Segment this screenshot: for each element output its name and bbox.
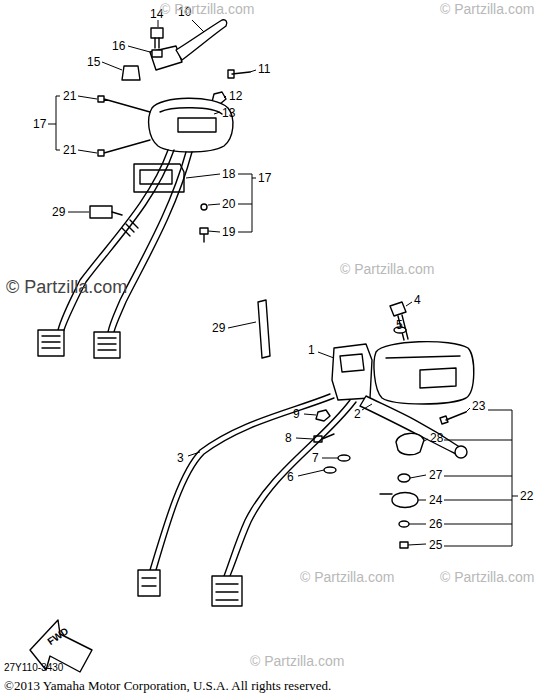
callout-number: 22 xyxy=(520,490,533,502)
connector xyxy=(38,330,64,356)
switch-housing xyxy=(374,342,474,404)
callout-number: 8 xyxy=(285,432,292,444)
dust-boot xyxy=(122,66,140,80)
callout-number: 20 xyxy=(222,198,235,210)
switch-housing xyxy=(149,98,233,152)
callout-number: 13 xyxy=(222,107,235,119)
connector xyxy=(212,576,242,606)
callout-number: 5 xyxy=(396,319,403,331)
watermark: © Partzilla.com xyxy=(250,654,344,668)
cable xyxy=(150,394,330,570)
drawing-number: 27Y110-3430 xyxy=(4,663,63,673)
callout-number: 18 xyxy=(222,168,235,180)
watermark: © Partzilla.com xyxy=(440,570,534,584)
callout-number: 4 xyxy=(414,294,421,306)
callout-number: 25 xyxy=(429,539,442,551)
callout-number: 11 xyxy=(258,63,270,75)
bolt xyxy=(151,28,163,38)
callout-number: 29 xyxy=(212,322,225,334)
callout-number: 24 xyxy=(429,494,442,506)
callout-number: 1 xyxy=(308,344,315,356)
callout-number: 2 xyxy=(354,408,361,420)
watermark: © Partzilla.com xyxy=(340,262,434,276)
sub-switch xyxy=(134,164,184,192)
callout-number: 27 xyxy=(429,469,442,481)
watermark: © Partzilla.com xyxy=(440,2,534,16)
callout-number: 6 xyxy=(287,471,294,483)
callout-number: 29 xyxy=(52,206,65,218)
watermark: © Partzilla.com xyxy=(160,2,254,16)
callout-number: 15 xyxy=(87,56,100,68)
watermark: © Partzilla.com xyxy=(300,570,394,584)
copyright-notice: ©2013 Yamaha Motor Corporation, U.S.A. A… xyxy=(4,679,331,692)
lever-holder xyxy=(332,344,372,400)
callout-number: 17 xyxy=(258,172,271,184)
callout-number: 21 xyxy=(63,90,76,102)
callout-number: 3 xyxy=(177,452,184,464)
lever xyxy=(360,396,462,454)
wire-band xyxy=(258,300,270,358)
callout-number: 17 xyxy=(33,118,46,130)
connector xyxy=(94,332,120,358)
callout-number: 12 xyxy=(229,90,242,102)
callout-number: 21 xyxy=(63,144,76,156)
arrow-label: FWD xyxy=(46,626,70,647)
watermark: © Partzilla.com xyxy=(6,278,127,296)
callout-number: 7 xyxy=(312,452,319,464)
callout-number: 9 xyxy=(293,408,300,420)
callout-number: 28 xyxy=(430,432,443,444)
callout-number: 19 xyxy=(222,226,235,238)
callout-number: 16 xyxy=(112,40,125,52)
wire-band xyxy=(90,206,112,218)
callout-number: 26 xyxy=(429,518,442,530)
callout-number: 23 xyxy=(472,400,485,412)
lever xyxy=(176,20,227,60)
connector xyxy=(138,570,160,596)
